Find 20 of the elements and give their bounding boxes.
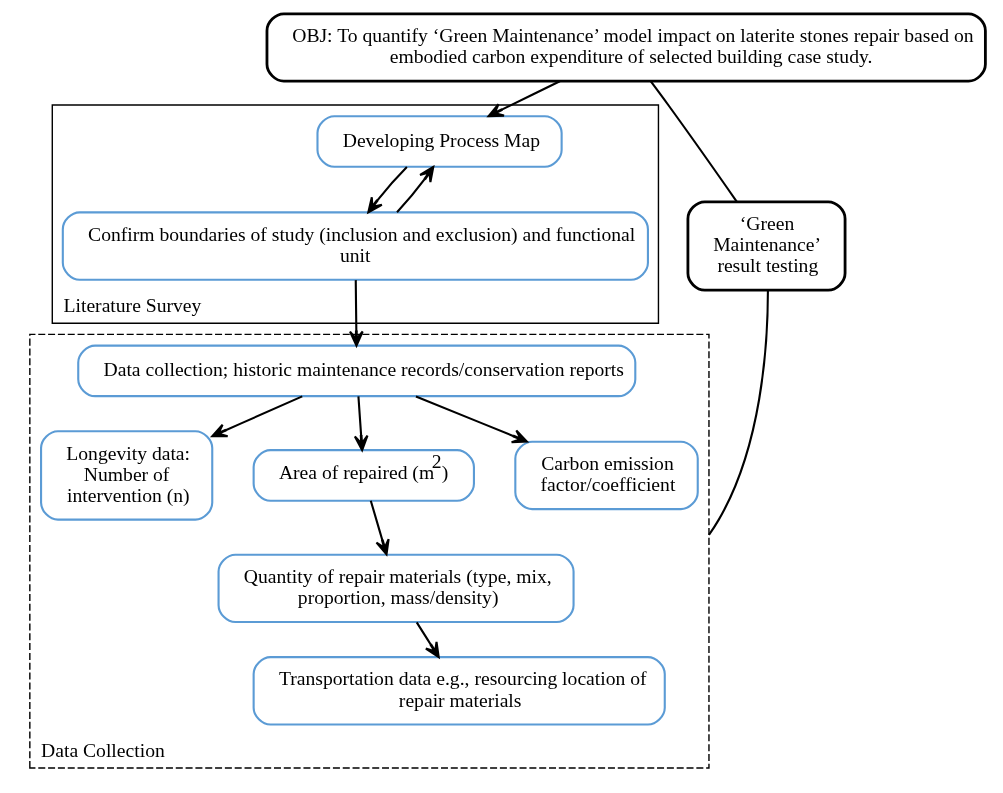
arrow <box>395 165 434 213</box>
arrow <box>369 500 390 556</box>
node-box: Confirm boundaries of study (inclusion and exclusion) and functional unit <box>61 211 649 281</box>
node-box: OBJ: To quantify ‘Green Maintenance’ model impact on laterite stones repair based on embodied carbon expenditure of selected building case study. <box>265 12 987 83</box>
node-box: ‘Green Maintenance’ result testing <box>686 200 846 292</box>
arrow <box>210 395 303 438</box>
node-box: Carbon emission factor/coefficient <box>513 440 699 511</box>
arrow <box>415 395 528 444</box>
connector <box>707 290 769 536</box>
connector <box>649 80 738 203</box>
arrow <box>487 80 560 118</box>
node-box: Developing Process Map <box>315 115 563 168</box>
arrow <box>348 280 364 347</box>
arrow <box>366 166 408 214</box>
arrow <box>353 396 369 452</box>
arrow <box>415 621 440 659</box>
node-box: Quantity of repair materials (type, mix, proportion, mass/density) <box>217 553 575 624</box>
node-box: Data collection; historic maintenance records/conservation reports <box>76 344 636 398</box>
node-box: Longevity data: Number of intervention (n) <box>39 430 213 521</box>
node-box: Transportation data e.g., resourcing location of repair materials <box>252 656 666 726</box>
